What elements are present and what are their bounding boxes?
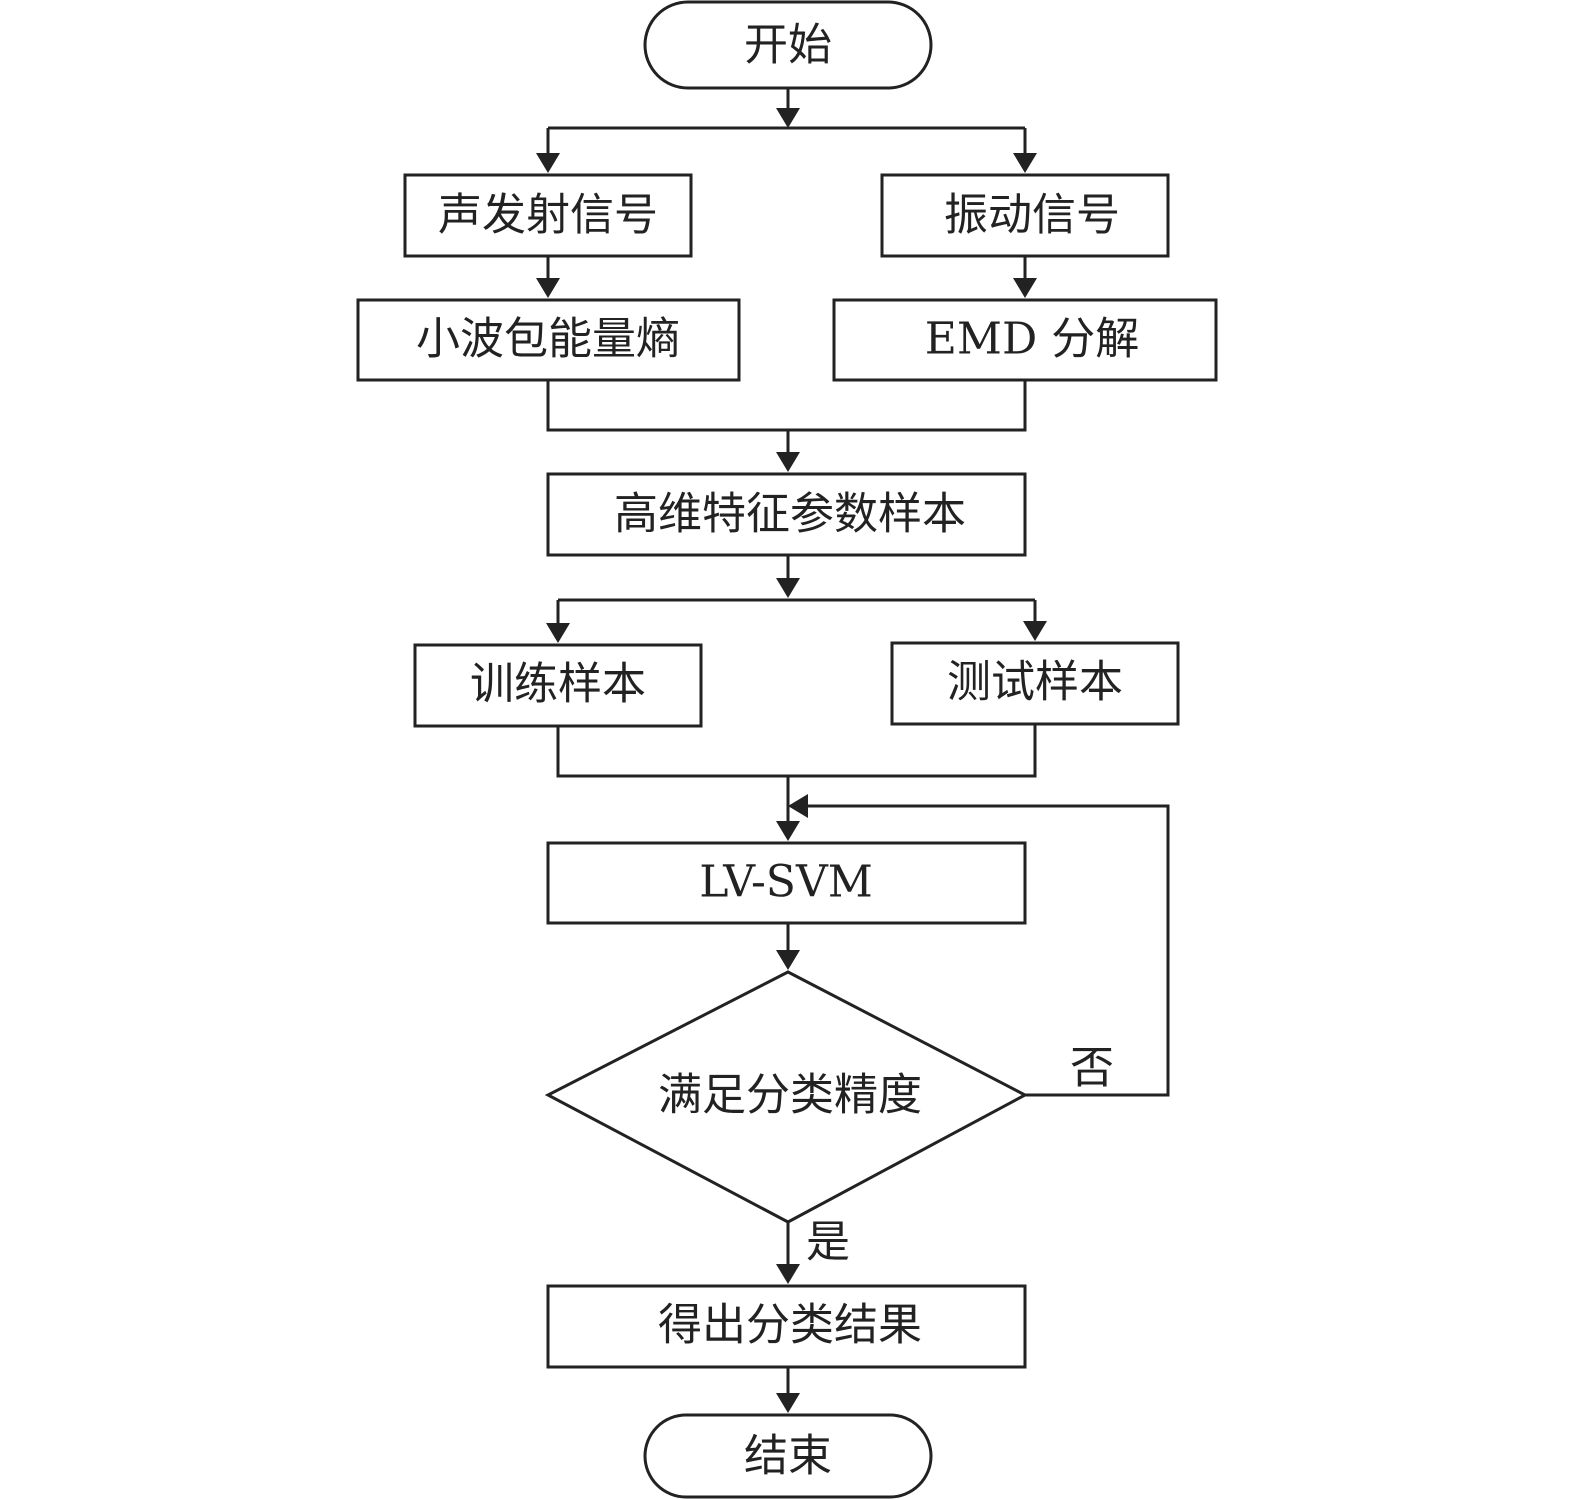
arrowhead bbox=[546, 623, 570, 643]
node-vibration-signal: 振动信号 bbox=[880, 173, 1170, 258]
node-feature-samples: 高维特征参数样本 bbox=[546, 472, 1027, 557]
connectors bbox=[536, 88, 1170, 1413]
arrowhead bbox=[1013, 278, 1037, 298]
start-label: 开始 bbox=[744, 20, 832, 71]
node-result: 得出分类结果 bbox=[546, 1284, 1027, 1369]
arrowhead bbox=[788, 794, 808, 818]
acoustic-signal-label: 声发射信号 bbox=[438, 190, 658, 241]
arrowhead bbox=[776, 1264, 800, 1284]
result-box bbox=[546, 1284, 1027, 1369]
vibration-signal-box bbox=[880, 173, 1170, 258]
start-terminal bbox=[643, 0, 933, 90]
arrowhead bbox=[536, 278, 560, 298]
end-terminal bbox=[643, 1413, 933, 1499]
edge-feedback bbox=[808, 804, 1170, 1097]
test-samples-label: 测试样本 bbox=[947, 657, 1123, 708]
arrowhead bbox=[776, 950, 800, 970]
node-decision: 满足分类精度 bbox=[544, 970, 1029, 1224]
test-samples-box bbox=[890, 641, 1180, 726]
arrowhead bbox=[536, 153, 560, 173]
decision-diamond bbox=[544, 970, 1029, 1224]
emd-label: EMD 分解 bbox=[925, 314, 1139, 365]
wavelet-entropy-box bbox=[356, 298, 741, 382]
end-label: 结束 bbox=[744, 1431, 832, 1482]
wavelet-entropy-label: 小波包能量熵 bbox=[416, 314, 680, 365]
vibration-signal-label: 振动信号 bbox=[944, 190, 1120, 241]
training-samples-box bbox=[413, 643, 703, 728]
lv-svm-box bbox=[546, 841, 1027, 925]
arrowhead bbox=[1013, 153, 1037, 173]
emd-box bbox=[832, 298, 1218, 382]
arrowhead bbox=[1023, 621, 1047, 641]
arrowhead bbox=[776, 452, 800, 472]
lv-svm-label: LV-SVM bbox=[699, 857, 873, 908]
arrowhead bbox=[776, 108, 800, 128]
edge-label-yes: 是 bbox=[806, 1217, 850, 1268]
arrowhead bbox=[776, 578, 800, 598]
node-emd: EMD 分解 bbox=[832, 298, 1218, 382]
feature-samples-box bbox=[546, 472, 1027, 557]
node-start: 开始 bbox=[643, 0, 933, 90]
node-training-samples: 训练样本 bbox=[413, 643, 703, 728]
edge-merge-1 bbox=[546, 380, 1027, 432]
node-acoustic-signal: 声发射信号 bbox=[403, 173, 693, 258]
node-wavelet-entropy: 小波包能量熵 bbox=[356, 298, 741, 382]
edge-merge-2 bbox=[556, 724, 1037, 778]
training-samples-label: 训练样本 bbox=[470, 659, 646, 710]
edge-label-no: 否 bbox=[1070, 1043, 1114, 1094]
node-test-samples: 测试样本 bbox=[890, 641, 1180, 726]
node-end: 结束 bbox=[643, 1413, 933, 1499]
node-lv-svm: LV-SVM bbox=[546, 841, 1027, 925]
acoustic-signal-box bbox=[403, 173, 693, 258]
arrowhead bbox=[776, 821, 800, 841]
decision-label: 满足分类精度 bbox=[658, 1070, 922, 1121]
arrowhead bbox=[776, 1393, 800, 1413]
feature-samples-label: 高维特征参数样本 bbox=[614, 489, 966, 540]
result-label: 得出分类结果 bbox=[658, 1300, 922, 1351]
